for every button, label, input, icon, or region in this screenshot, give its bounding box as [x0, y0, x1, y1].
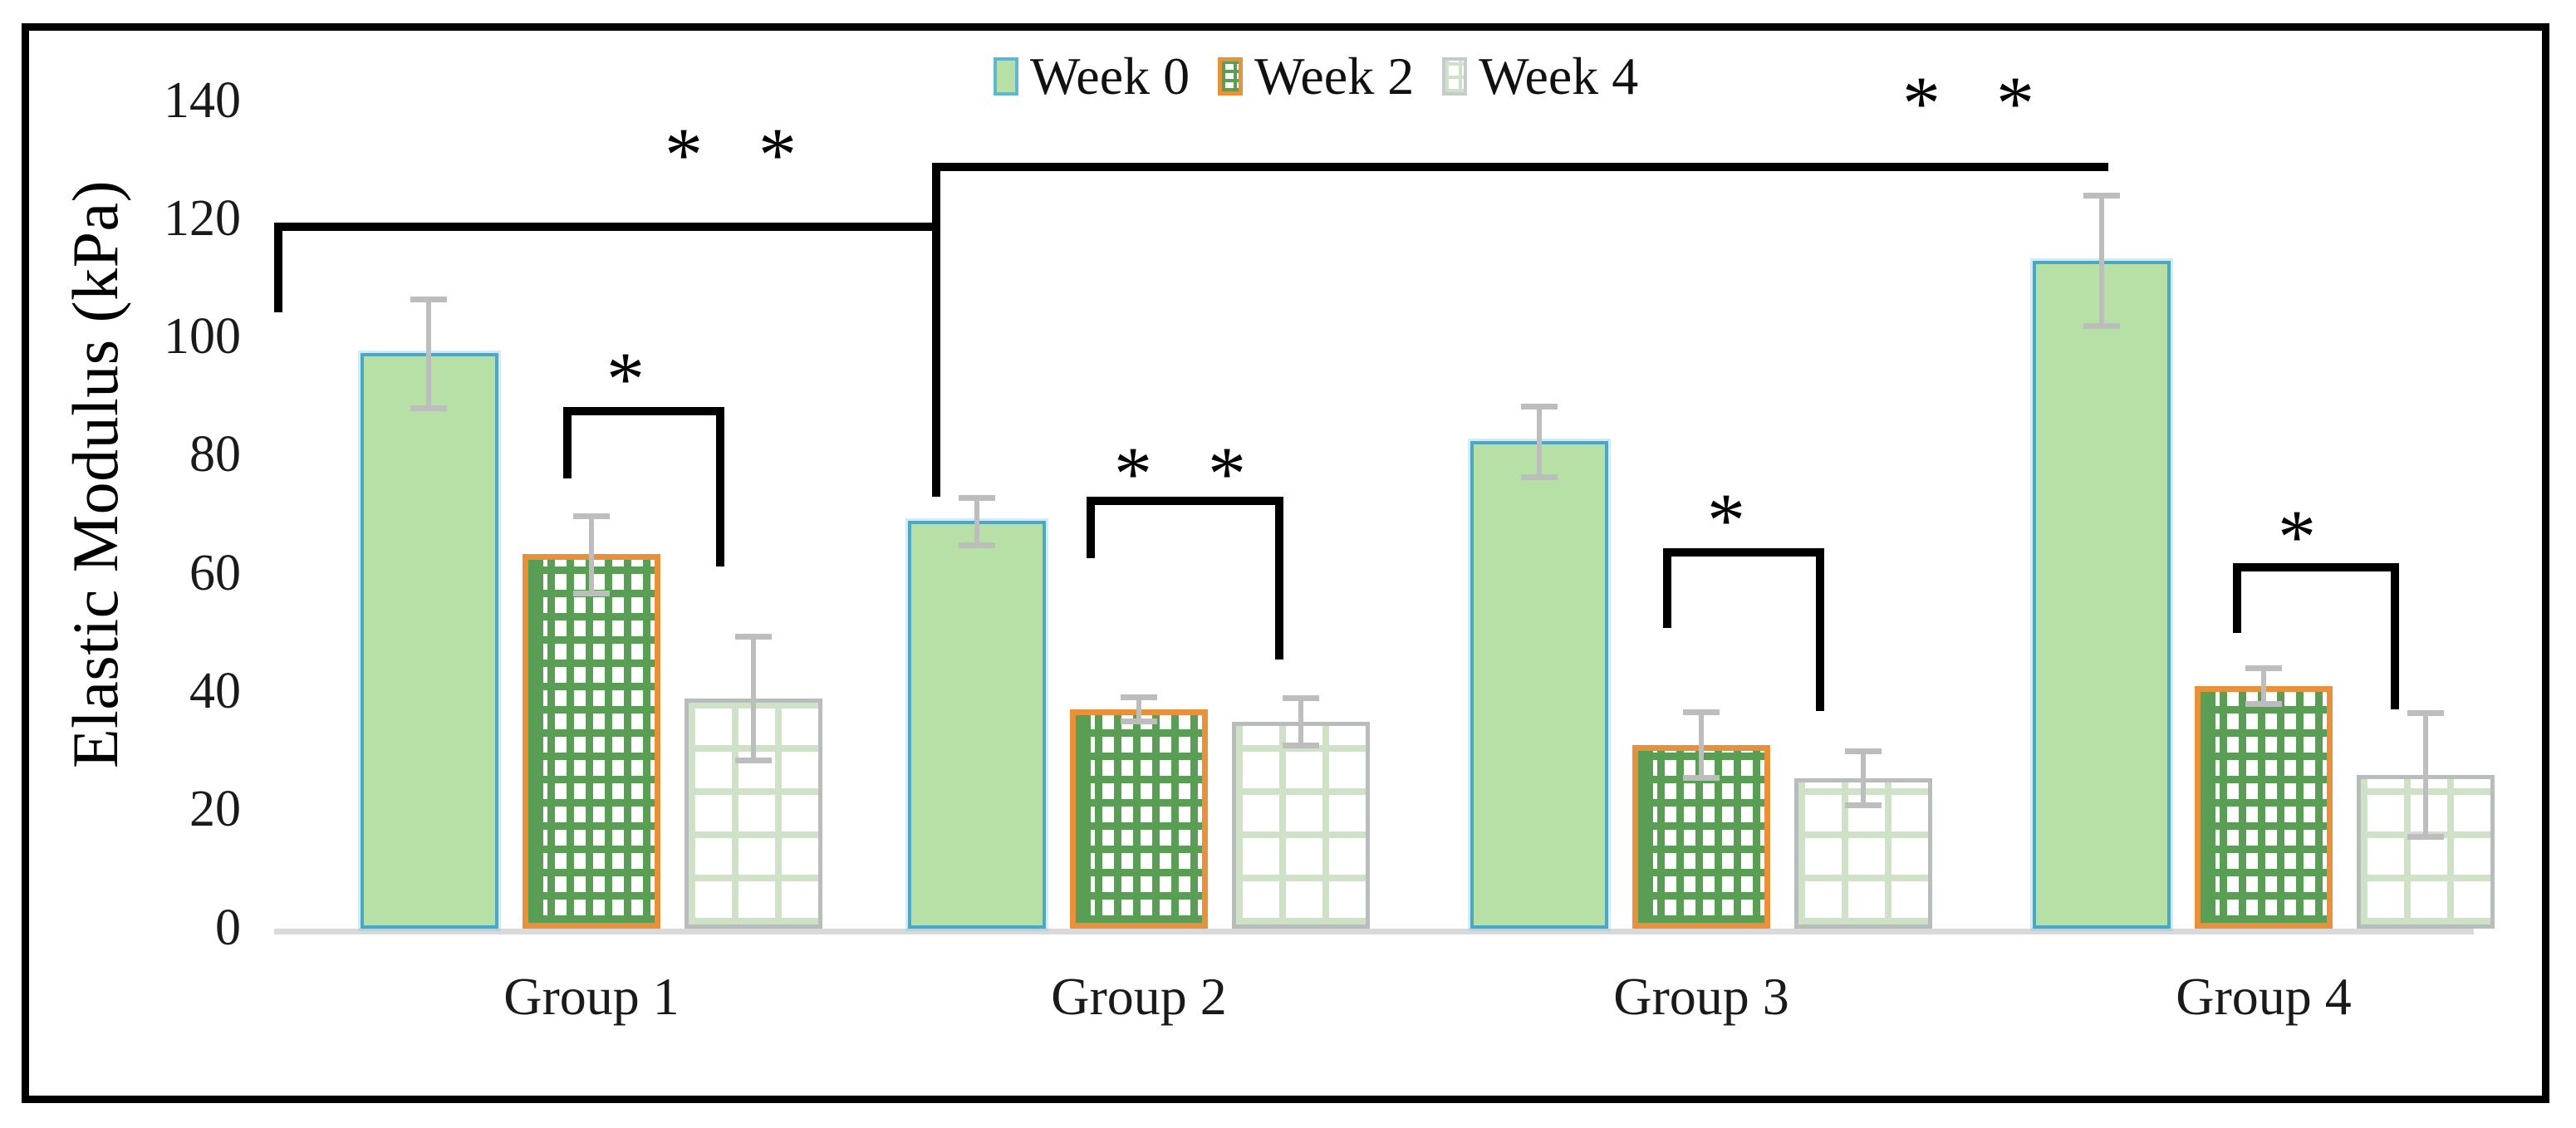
- errorbar-group1-week4: [716, 634, 791, 763]
- y-tick-80: 80: [189, 426, 241, 483]
- errorbar-group3-week2: [1664, 709, 1739, 781]
- legend-swatch-week-0-icon: [994, 57, 1018, 96]
- errorbar-group1-week2: [554, 513, 629, 596]
- significance-bracket-group1: [563, 407, 724, 566]
- y-tick-60: 60: [189, 545, 241, 601]
- errorbar-group3-week4: [1826, 748, 1901, 808]
- legend-label-week-0: Week 0: [1030, 47, 1190, 105]
- errorbar-group2-week2: [1102, 694, 1176, 724]
- errorbar-group4-week2: [2226, 665, 2301, 707]
- legend-item-week-4: Week 4: [1442, 46, 1638, 107]
- legend-label-week-2: Week 2: [1254, 47, 1415, 105]
- bar-group3-week0: [1470, 441, 1608, 929]
- errorbar-group2-week0: [940, 495, 1014, 548]
- significance-star-group4: *: [2278, 494, 2334, 579]
- significance-bracket-top: [0, 0, 2576, 497]
- significance-bracket-group2: [1087, 497, 1283, 660]
- x-tick-group-2: Group 2: [1051, 967, 1227, 1026]
- x-axis-baseline: [274, 929, 2474, 934]
- bar-group4-week0: [2033, 261, 2171, 929]
- bar-group2-week2: [1070, 709, 1208, 929]
- y-tick-100: 100: [164, 308, 241, 365]
- legend-swatch-week-2-icon: [1218, 57, 1244, 96]
- significance-star-group3: *: [1707, 478, 1764, 562]
- significance-star-top-right: * *: [1902, 61, 2053, 145]
- errorbar-group3-week0: [1502, 404, 1577, 480]
- y-tick-20: 20: [189, 781, 241, 837]
- legend-swatch-week-4-icon: [1442, 57, 1468, 96]
- legend-label-week-4: Week 4: [1479, 47, 1639, 105]
- legend: Week 0 Week 2 Week 4: [994, 46, 1638, 107]
- significance-star-top-left: * *: [665, 112, 815, 197]
- significance-bracket-group3: [1663, 548, 1824, 711]
- bar-group1-week2: [523, 554, 660, 929]
- legend-item-week-0: Week 0: [994, 46, 1190, 107]
- errorbar-group4-week0: [2064, 193, 2139, 329]
- significance-star-group1: *: [606, 336, 663, 421]
- bar-group1-week0: [361, 353, 498, 929]
- y-tick-140: 140: [164, 72, 241, 129]
- x-tick-group-1: Group 1: [503, 967, 680, 1026]
- significance-bracket-group4: [2233, 563, 2399, 709]
- y-tick-120: 120: [164, 190, 241, 247]
- bar-group2-week4: [1232, 722, 1370, 929]
- errorbar-group2-week4: [1263, 695, 1338, 748]
- bar-group4-week2: [2195, 686, 2333, 929]
- bar-group2-week0: [908, 521, 1046, 929]
- errorbar-group1-week0: [391, 297, 466, 411]
- legend-item-week-2: Week 2: [1218, 46, 1414, 107]
- significance-star-group2: * *: [1114, 431, 1264, 516]
- y-tick-40: 40: [189, 663, 241, 719]
- x-tick-group-3: Group 3: [1613, 967, 1789, 1026]
- errorbar-group4-week4: [2388, 710, 2463, 840]
- y-tick-0: 0: [215, 900, 241, 956]
- x-tick-group-4: Group 4: [2176, 967, 2352, 1026]
